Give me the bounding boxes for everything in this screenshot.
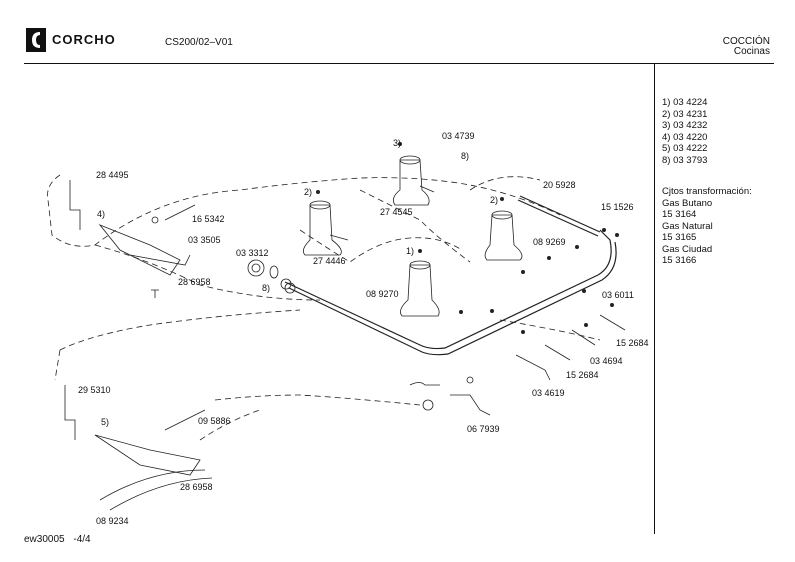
- part-label: 29 5310: [78, 385, 111, 395]
- part-label: 15 1526: [601, 202, 634, 212]
- part-label: 2): [490, 195, 499, 205]
- part-label: 03 3505: [188, 235, 221, 245]
- part-label: 28 6958: [180, 482, 213, 492]
- part-label: 03 6011: [602, 290, 634, 300]
- part-label: 2): [304, 187, 313, 197]
- corcho-logo-icon: [26, 28, 46, 52]
- part-label: 08 9270: [366, 289, 399, 299]
- legend-item: 1) 03 4224: [662, 97, 708, 108]
- legend-item: 5) 03 4222: [662, 143, 708, 154]
- part-label: 09 5886: [198, 416, 231, 426]
- part-label: 03 4739: [442, 131, 475, 141]
- footer-doc-code: ew30005: [24, 534, 65, 545]
- part-label: 03 4694: [590, 356, 623, 366]
- part-label: 06 7939: [467, 424, 500, 434]
- legend-item: 8) 03 3793: [662, 154, 708, 166]
- part-label: 16 5342: [192, 214, 225, 224]
- part-label: 28 4495: [96, 170, 129, 180]
- part-label: 28 6958: [178, 277, 211, 287]
- category-title: COCCIÓN: [722, 36, 770, 47]
- exploded-parts-diagram: [47, 142, 626, 511]
- legend-items: 1) 03 4224 2) 03 4231 3) 03 4232 4) 03 4…: [662, 97, 707, 166]
- part-label: 03 4619: [532, 388, 565, 398]
- part-label: 8): [461, 151, 470, 161]
- conversion-code: 15 3165: [662, 232, 697, 243]
- legend-divider: [654, 64, 655, 534]
- conversion-gas: Gas Natural: [662, 220, 713, 232]
- part-label: 15 2684: [616, 338, 649, 348]
- part-label: 3): [393, 138, 402, 148]
- conversion-gas: Gas Butano: [662, 197, 713, 209]
- part-label: 27 4446: [313, 256, 346, 266]
- model-code: CS200/02–V01: [165, 37, 233, 48]
- legend-item: 4) 03 4220: [662, 131, 708, 143]
- part-label: 1): [406, 246, 415, 256]
- footer-code: ew30005 -4/4: [24, 534, 91, 545]
- part-label: 5): [101, 417, 110, 427]
- conversion-code: 15 3166: [662, 255, 697, 266]
- part-label: 08 9234: [96, 516, 129, 526]
- header-divider: [24, 63, 774, 64]
- category-subtitle: Cocinas: [733, 46, 770, 57]
- footer-page: -4/4: [73, 534, 91, 545]
- part-label: 20 5928: [543, 180, 576, 190]
- conversion-title: Cjtos transformación:: [662, 186, 752, 197]
- legend-item: 2) 03 4231: [662, 108, 708, 120]
- part-label: 03 3312: [236, 248, 269, 258]
- conversion-code: 15 3164: [662, 209, 697, 220]
- conversion-kits: Cjtos transformación: Gas Butano 15 3164…: [662, 186, 752, 267]
- part-label: 27 4545: [380, 207, 413, 217]
- legend-item: 3) 03 4232: [662, 120, 708, 131]
- brand-name: CORCHO: [52, 32, 116, 47]
- corcho-logo: CORCHO: [26, 28, 146, 54]
- part-label: 08 9269: [533, 237, 566, 247]
- part-label: 4): [97, 209, 106, 219]
- conversion-gas: Gas Ciudad: [662, 243, 713, 255]
- part-label: 8): [262, 283, 271, 293]
- part-label: 15 2684: [566, 370, 599, 380]
